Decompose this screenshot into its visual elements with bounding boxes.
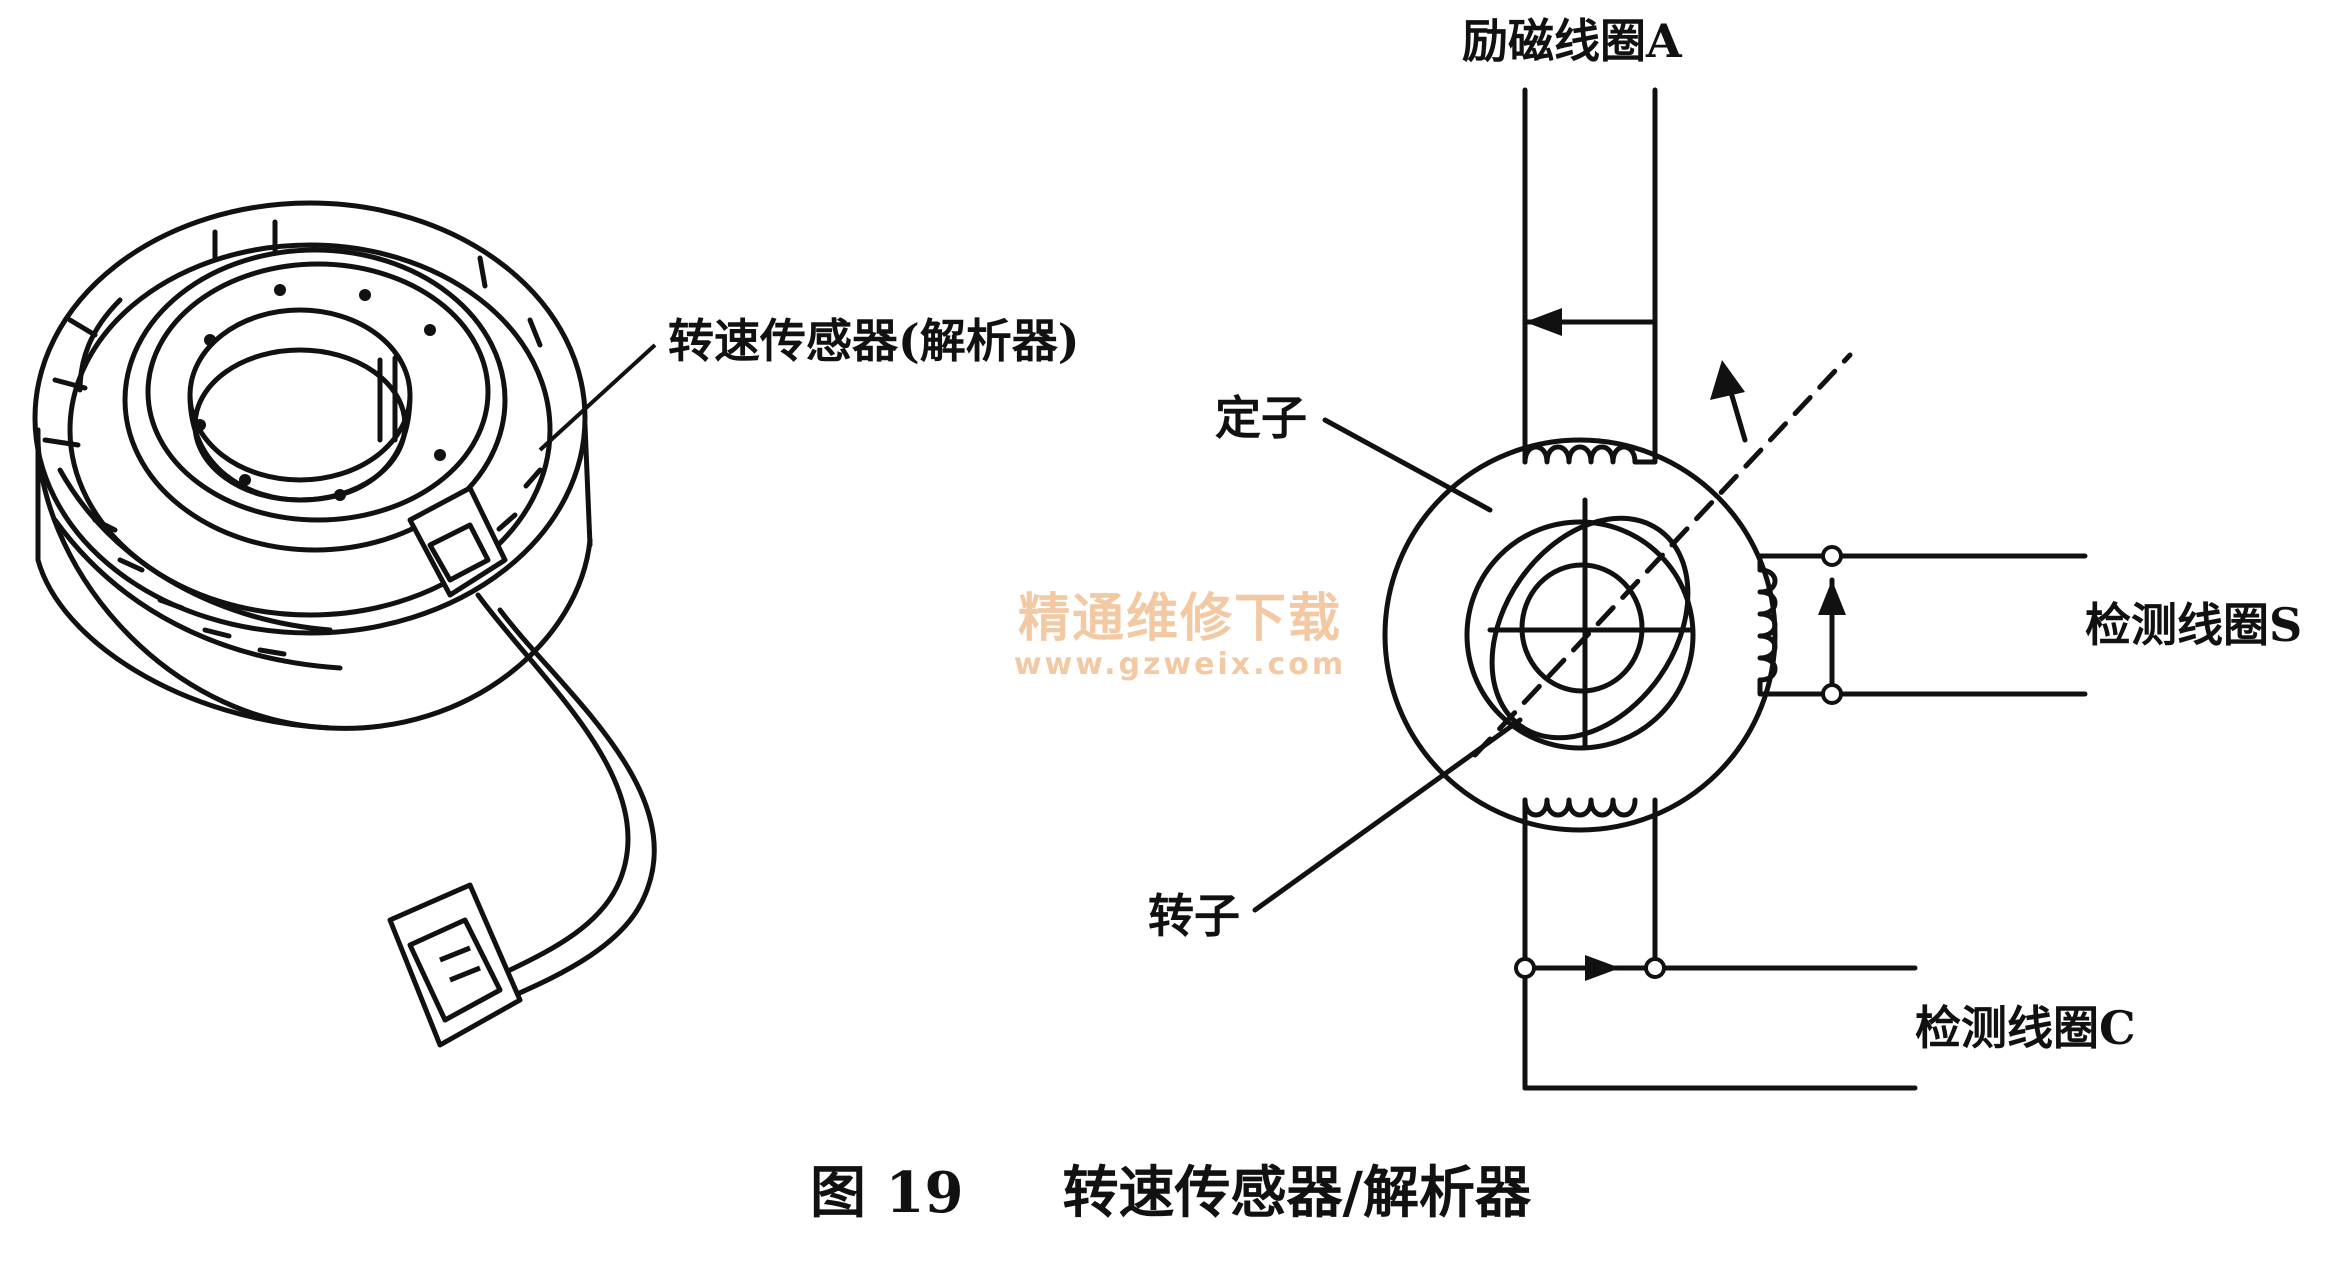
detect-coil-s-label: 检测线圈S	[2085, 598, 2303, 652]
terminal-c-right	[1644, 957, 1666, 979]
rotor-axis-dashed	[1472, 352, 1853, 758]
terminal-s-top	[1821, 545, 1843, 567]
rotor-leader-line	[1252, 717, 1523, 913]
stator-inner-ring	[1464, 519, 1696, 751]
terminal-c-left	[1514, 957, 1536, 979]
excitation-coil-label: 励磁线圈A	[1462, 14, 1682, 68]
detect-coil-s-winding	[1757, 567, 1778, 683]
watermark: 精通维修下载 www.gzweix.com	[1000, 592, 1360, 682]
sensor-cable	[475, 592, 631, 978]
figure-caption: 图 19 转速传感器/解析器	[0, 1148, 2341, 1229]
resolver-illustration	[32, 200, 657, 1048]
rotor-label: 转子	[1148, 889, 1240, 943]
connector-on-housing	[407, 485, 508, 598]
detect-coil-c-label: 检测线圈C	[1915, 1001, 2136, 1055]
stator-outer-ring	[1382, 437, 1778, 833]
stator-label: 定子	[1215, 391, 1307, 445]
watermark-title: 精通维修下载	[1017, 589, 1342, 649]
resolver-schematic	[1252, 87, 2088, 1091]
terminal-s-bottom	[1821, 683, 1843, 705]
sensor-leader-line	[538, 343, 657, 452]
figure-number: 图 19	[810, 1160, 964, 1226]
excitation-coil-top	[1522, 444, 1638, 465]
housing-top-edge	[32, 200, 588, 636]
inner-hub	[187, 307, 413, 483]
rotor-ellipse	[1489, 515, 1691, 741]
housing-bottom-edge	[35, 427, 593, 731]
watermark-url: www.gzweix.com	[1013, 646, 1347, 682]
sensor-name-label: 转速传感器(解析器)	[668, 314, 1080, 368]
figure-title: 转速传感器/解析器	[1062, 1160, 1531, 1226]
detect-coil-c-winding	[1522, 797, 1638, 818]
cable-plug	[387, 882, 523, 1048]
stator-leader-line	[1322, 417, 1493, 513]
